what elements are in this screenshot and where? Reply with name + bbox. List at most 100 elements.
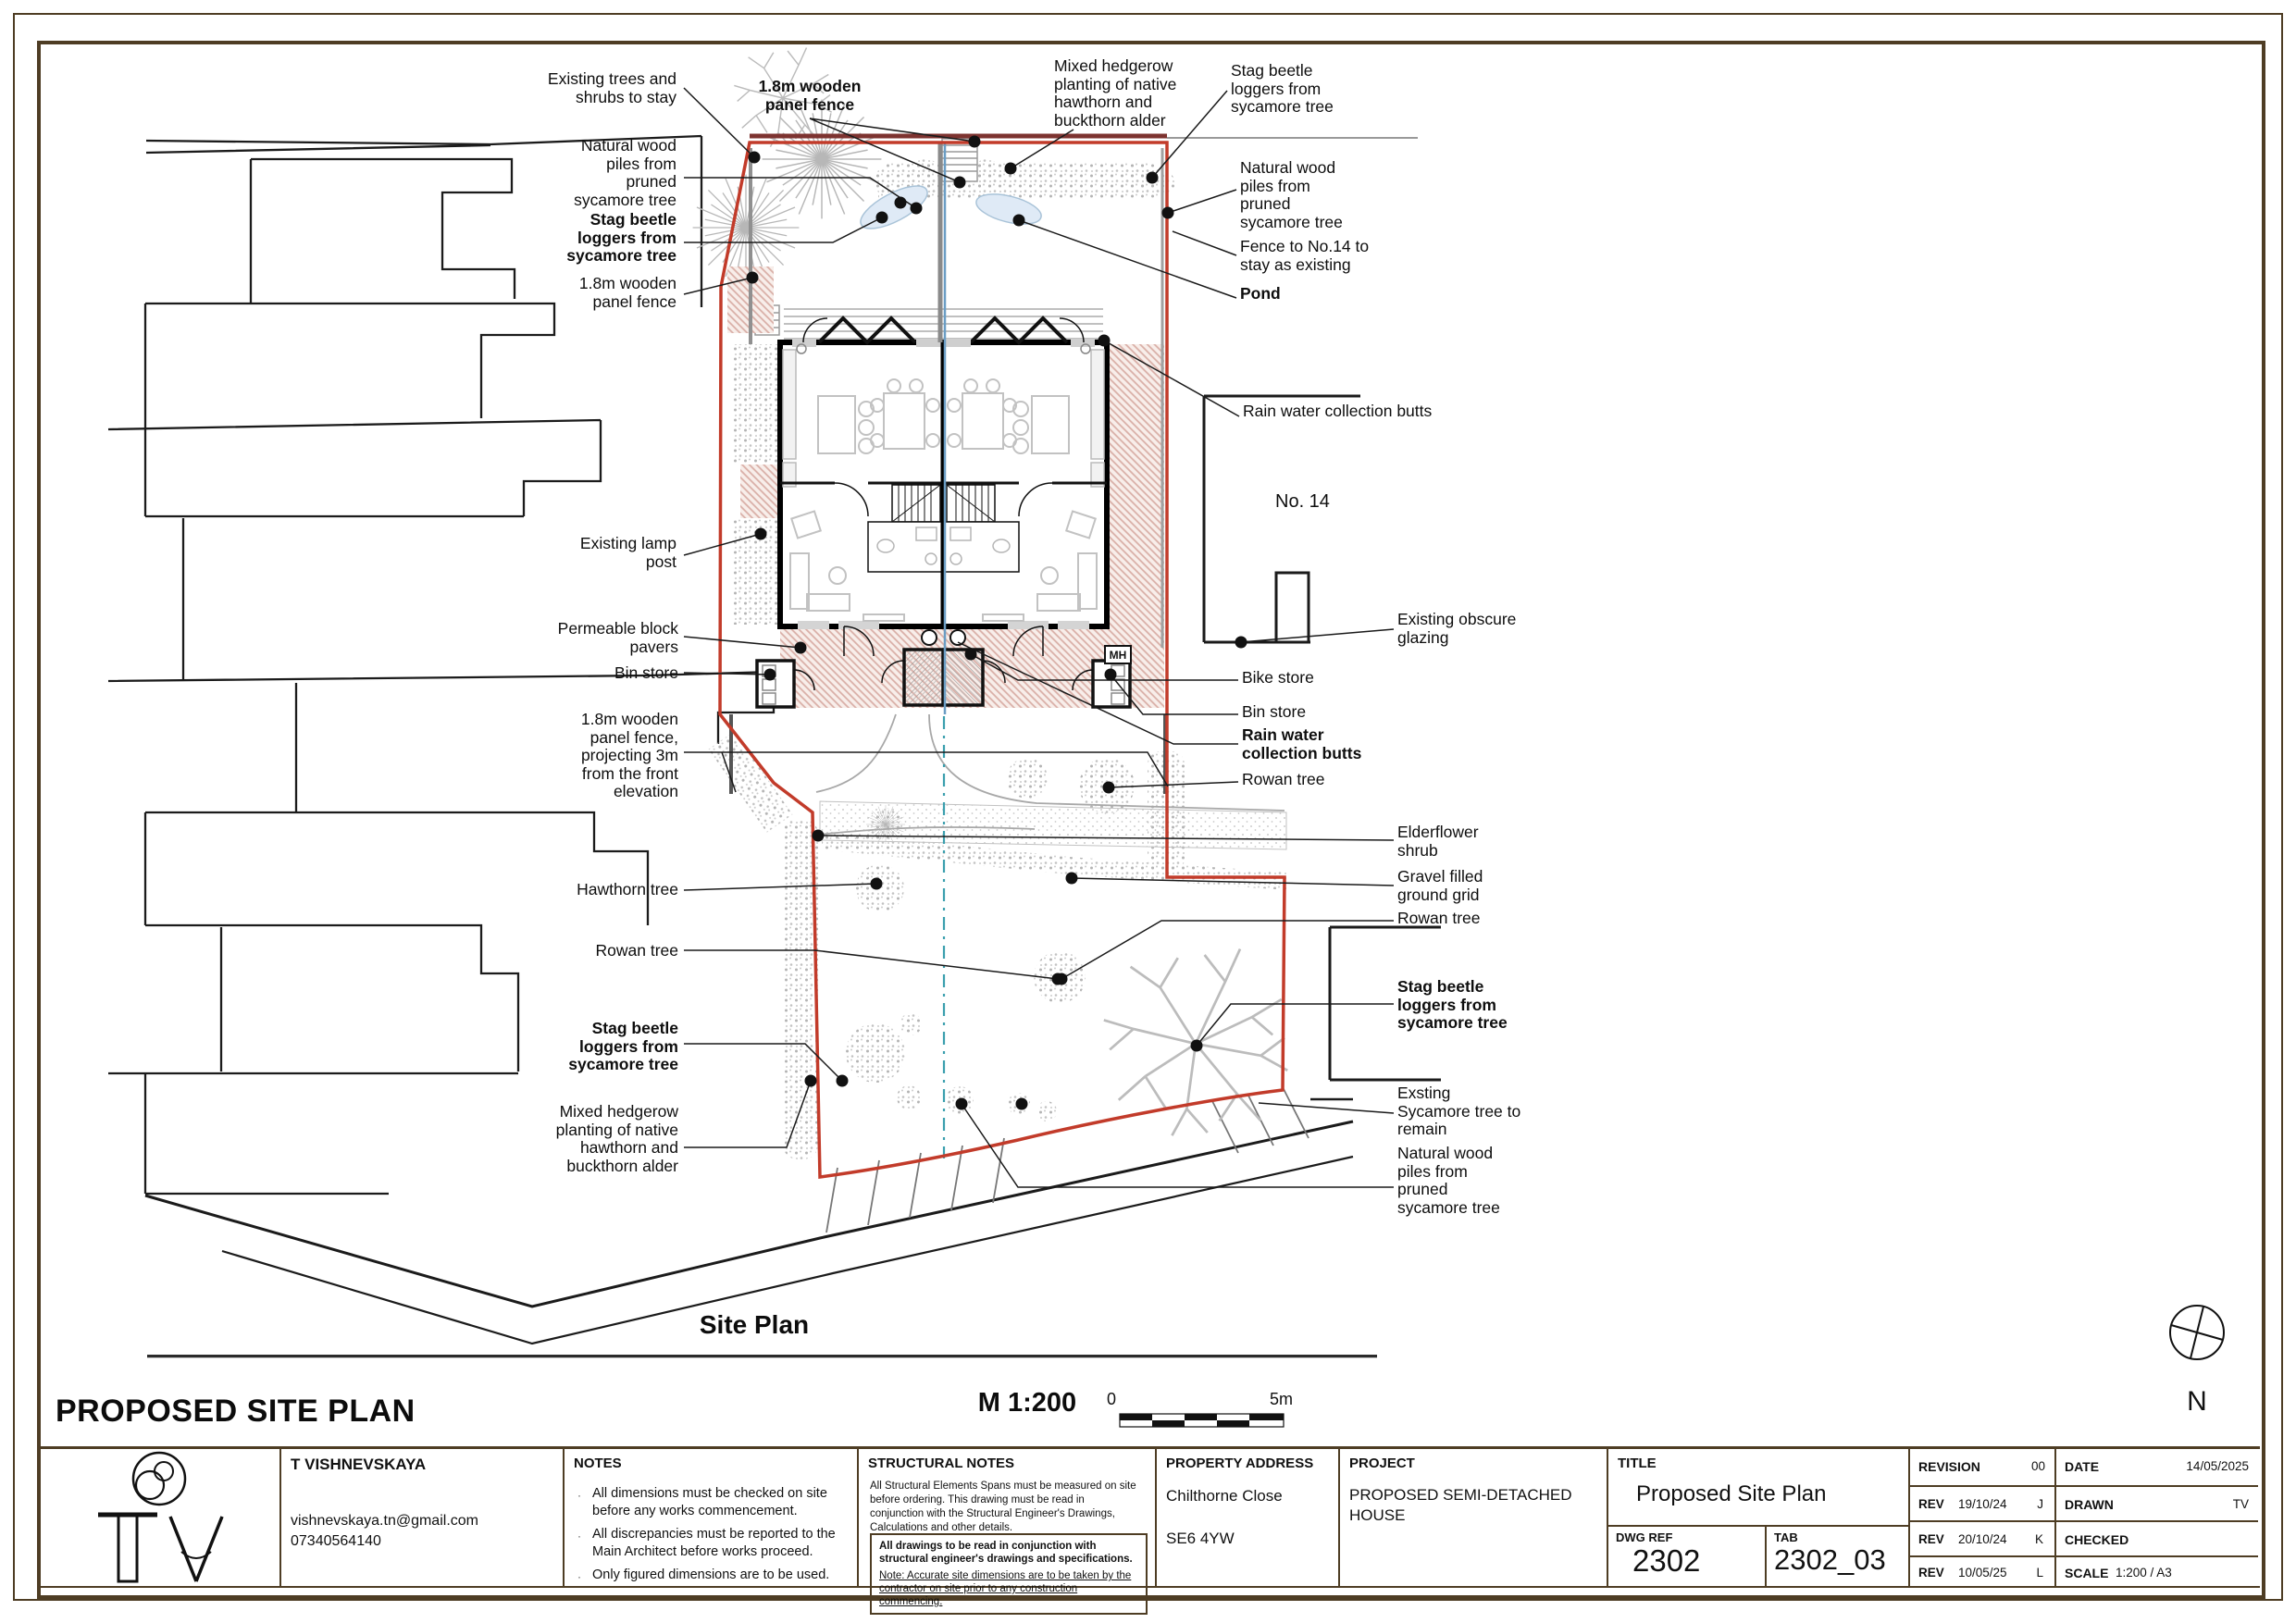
titleblock-revision-cell: REVISION 00 REV 19/10/24 J REV 20/10/24 …	[1908, 1448, 2054, 1587]
owner-phone: 07340564140	[291, 1533, 381, 1549]
titleblock-project-cell: PROJECT PROPOSED SEMI-DETACHED HOUSE	[1338, 1448, 1607, 1587]
project-name: PROPOSED SEMI-DETACHED HOUSE	[1349, 1486, 1572, 1524]
notes-item-1: All dimensions must be checked on site b…	[592, 1486, 827, 1518]
rev-row-mark: K	[2034, 1532, 2043, 1546]
annotation-bike-store-r: Bike store	[1242, 668, 1314, 687]
annotation-stag-beetle-tr: Stag beetle loggers from sycamore tree	[1231, 61, 1334, 116]
rev-row-mark: L	[2036, 1566, 2043, 1580]
site-plan-label: Site Plan	[699, 1310, 810, 1339]
annotation-gravel-grid: Gravel filled ground grid	[1397, 867, 1483, 904]
annotation-existing-trees: Existing trees and shrubs to stay	[547, 69, 676, 106]
leader-dots	[746, 135, 1247, 1110]
annotation-rowan-r2: Rowan tree	[1397, 909, 1481, 927]
annotation-natural-wood-tr: Natural wood piles from pruned sycamore …	[1240, 158, 1343, 231]
tab-label: TAB	[1774, 1530, 1798, 1544]
annotation-bin-store-l: Bin store	[614, 663, 678, 682]
annotation-obscure-glazing: Existing obscure glazing	[1397, 610, 1517, 647]
annotation-stag-beetle-bl: Stag beetle loggers from sycamore tree	[568, 1019, 678, 1073]
annotation-lamp-post: Existing lamp post	[579, 534, 676, 571]
site-plan-underline-bar	[147, 1355, 1377, 1357]
bullet-icon: ·	[577, 1570, 581, 1583]
annotation-fence-no14: Fence to No.14 to stay as existing	[1240, 237, 1370, 274]
rev-row-date: 10/05/25	[1958, 1566, 2007, 1580]
drawn-value: TV	[2232, 1497, 2249, 1511]
annotation-rowan-r1: Rowan tree	[1242, 770, 1325, 788]
property-line2: SE6 4YW	[1166, 1530, 1235, 1547]
structural-box-bold: All drawings to be read in conjunction w…	[879, 1541, 1133, 1565]
annotation-hawthorn-tree: Hawthorn tree	[577, 880, 678, 898]
project-header: PROJECT	[1349, 1456, 1415, 1471]
titleblock-top-rule	[41, 1446, 2260, 1449]
annotation-pond: Pond	[1240, 284, 1281, 303]
page-title: PROPOSED SITE PLAN	[56, 1394, 416, 1429]
titleblock-structural-cell: STRUCTURAL NOTES All Structural Elements…	[857, 1448, 1155, 1615]
annotation-rainwater-top: Rain water collection butts	[1243, 402, 1433, 420]
structural-header: STRUCTURAL NOTES	[868, 1456, 1015, 1471]
titleblock-bottom-rule	[41, 1586, 2260, 1588]
date-label: DATE	[2065, 1459, 2100, 1474]
scale-label: M 1:200	[977, 1388, 1077, 1418]
annotation-mixed-hedge-top: Mixed hedgerow planting of native hawtho…	[1054, 56, 1177, 130]
inner-border	[37, 41, 2265, 1599]
rev-row-date: 20/10/24	[1958, 1532, 2007, 1546]
neighbor-outlines	[107, 134, 776, 1196]
leader-lines	[683, 87, 1395, 1188]
owner-email: vishnevskaya.tn@gmail.com	[291, 1513, 478, 1529]
tab-value: 2302_03	[1774, 1543, 1886, 1576]
annotation-natural-wood-tl: Natural wood piles from pruned sycamore …	[574, 136, 676, 209]
titleblock-meta-cell: DATE 14/05/2025 DRAWN TV CHECKED SCALE 1…	[2054, 1448, 2258, 1587]
annotation-elderflower: Elderflower shrub	[1397, 823, 1479, 860]
scale-meta-value: 1:200 / A3	[2116, 1566, 2172, 1580]
scalebar-start: 0	[1107, 1390, 1117, 1408]
red-site-boundary	[718, 141, 1286, 1179]
north-label: N	[2187, 1386, 2207, 1417]
notes-item-3: Only figured dimensions are to be used.	[592, 1567, 830, 1582]
structural-box: All drawings to be read in conjunction w…	[870, 1533, 1148, 1615]
building-footprint	[755, 316, 1132, 714]
title-value: Proposed Site Plan	[1636, 1481, 1827, 1506]
annotation-fence-tl: 1.8m wooden panel fence	[578, 274, 676, 311]
gravel-grid-area	[819, 800, 1287, 850]
north-arrow-icon	[2169, 1305, 2225, 1360]
bullet-icon: ·	[577, 1489, 581, 1502]
notes-header: NOTES	[574, 1456, 622, 1471]
checked-label: CHECKED	[2065, 1532, 2129, 1547]
annotation-fence-top: 1.8m wooden panel fence	[758, 77, 862, 114]
rev-row-label: REV	[1918, 1566, 1944, 1580]
driveway-ticks	[825, 1086, 1309, 1233]
date-value: 14/05/2025	[2186, 1459, 2249, 1473]
scalebar-end: 5m	[1270, 1390, 1294, 1408]
garden-paths	[815, 713, 1285, 836]
owner-name: T VISHNEVSKAYA	[291, 1456, 427, 1473]
property-header: PROPERTY ADDRESS	[1166, 1456, 1314, 1471]
rev-row-date: 19/10/24	[1958, 1497, 2007, 1511]
annotation-bin-store-r: Bin store	[1242, 702, 1307, 721]
annotation-fence-projecting: 1.8m wooden panel fence, projecting 3m f…	[580, 710, 678, 800]
outer-border	[13, 13, 2283, 1601]
manhole-label: MH	[1110, 649, 1127, 662]
architect-logo-icon	[98, 1451, 224, 1583]
roads	[144, 1086, 1354, 1345]
structural-body: All Structural Elements Spans must be me…	[870, 1481, 1136, 1533]
titleblock-title-cell: TITLE Proposed Site Plan DWG REF 2302 TA…	[1607, 1448, 1908, 1587]
structural-box-note: Note: Accurate site dimensions are to be…	[879, 1570, 1132, 1607]
annotation-rowan-l: Rowan tree	[595, 941, 679, 960]
rev-row-label: REV	[1918, 1532, 1944, 1546]
property-line1: Chilthorne Close	[1166, 1487, 1283, 1505]
scale-meta-label: SCALE	[2065, 1566, 2109, 1580]
manhole: MH	[1104, 645, 1132, 664]
bullet-icon: ·	[577, 1530, 581, 1542]
annotation-no14: No. 14	[1275, 491, 1330, 512]
annotation-permeable-pavers: Permeable block pavers	[557, 619, 678, 656]
dwg-ref-label: DWG REF	[1616, 1530, 1673, 1544]
revision-header: REVISION	[1918, 1459, 1980, 1474]
titleblock-property-cell: PROPERTY ADDRESS Chilthorne Close SE6 4Y…	[1155, 1448, 1338, 1587]
annotation-exsting-sycamore: Exsting Sycamore tree to remain	[1397, 1084, 1521, 1138]
annotation-mixed-hedge-bl: Mixed hedgerow planting of native hawtho…	[555, 1102, 678, 1175]
scale-bar	[1119, 1413, 1285, 1428]
revision-current: 00	[2030, 1459, 2045, 1473]
titleblock-notes-cell: NOTES · All dimensions must be checked on…	[563, 1448, 857, 1587]
